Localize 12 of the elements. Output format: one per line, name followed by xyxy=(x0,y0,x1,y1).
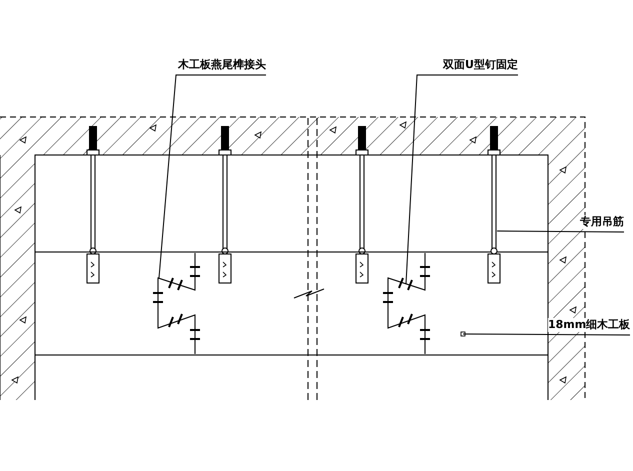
callout-label: 木工板燕尾榫接头 xyxy=(178,58,266,72)
plywood-board xyxy=(34,252,548,356)
dovetail-joint-drawing xyxy=(152,252,201,354)
leader-line xyxy=(462,334,630,336)
hanger-rod-drawing xyxy=(488,126,500,284)
callout-label: 专用吊筋 xyxy=(580,215,624,229)
dovetail-joint-drawing xyxy=(382,252,431,354)
leader-line xyxy=(496,230,624,232)
leader-line xyxy=(158,74,266,278)
callout-label: 18mm细木工板 xyxy=(548,318,630,332)
leader-line xyxy=(406,74,518,284)
callout-label: 双面U型钉固定 xyxy=(443,58,518,72)
